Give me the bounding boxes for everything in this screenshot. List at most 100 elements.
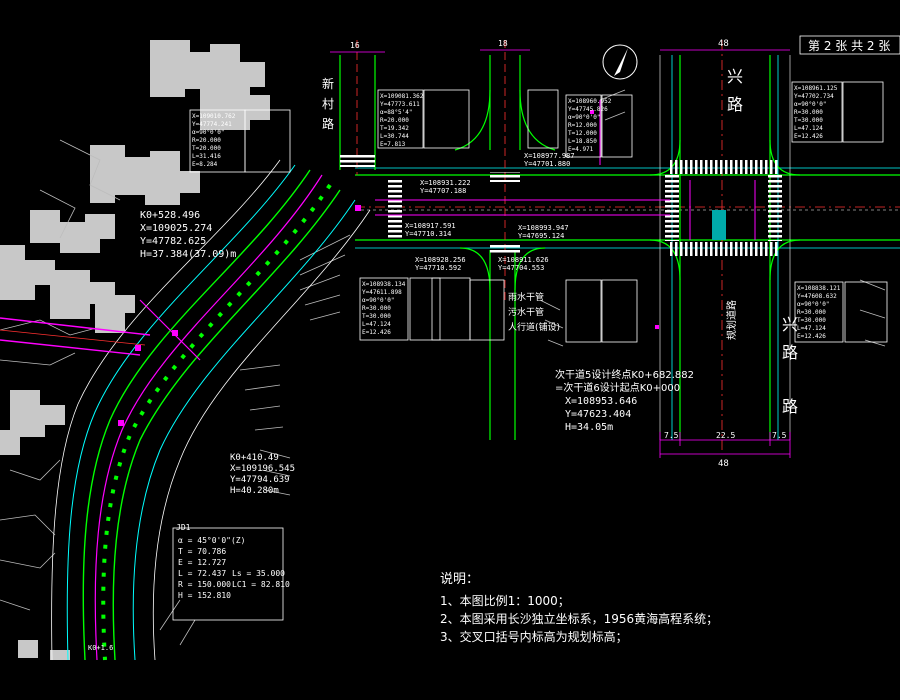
- svg-text:Y=47707.188: Y=47707.188: [420, 187, 466, 195]
- main-curved-road: [51, 159, 371, 661]
- svg-text:X=108838.121: X=108838.121: [797, 285, 841, 292]
- svg-text:E=4.971: E=4.971: [568, 146, 594, 153]
- svg-text:L=47.124: L=47.124: [797, 325, 826, 332]
- curve-table-e: E = 12.727: [178, 558, 226, 567]
- building-footprints: [0, 40, 270, 660]
- curve-table-h: H = 152.810: [178, 591, 231, 600]
- svg-text:Y=47611.898: Y=47611.898: [362, 289, 402, 296]
- svg-text:X=108931.222: X=108931.222: [420, 179, 471, 187]
- svg-text:Y=47774.241: Y=47774.241: [192, 121, 232, 128]
- intersection-note-1: 次干道5设计终点K0+682.882: [555, 368, 694, 381]
- dim-top-mid: 18: [498, 39, 508, 48]
- curve-table-t: T = 70.786: [178, 547, 226, 556]
- intersection-note-h: H=34.05m: [565, 422, 613, 433]
- curve-table-ls: Ls = 35.000: [232, 569, 285, 578]
- station-left-x: X=109025.274: [140, 223, 212, 234]
- road-name-top-left-b: 村: [322, 97, 334, 111]
- station-left-y: Y=47782.625: [140, 236, 206, 247]
- coord-box-3: X=108960.952 Y=47745.826 α=90°0'0" R=12.…: [568, 98, 612, 153]
- notes-title: 说明：: [440, 572, 479, 587]
- svg-text:X=108911.626: X=108911.626: [498, 256, 549, 264]
- dimension-lines: [330, 49, 791, 458]
- svg-text:α=88°5'4": α=88°5'4": [380, 109, 413, 116]
- curve-table-lc: LC1 = 82.810: [232, 580, 290, 589]
- svg-text:Y=47695.124: Y=47695.124: [518, 232, 564, 240]
- station-left-k: K0+528.496: [140, 210, 200, 221]
- dim-top-right: 48: [718, 39, 729, 49]
- point-markers: [118, 110, 659, 426]
- svg-text:E=12.426: E=12.426: [797, 333, 826, 340]
- coord-box-5: X=108938.134 Y=47611.898 α=90°0'0" R=30.…: [362, 281, 406, 336]
- minor-roads: [339, 40, 521, 440]
- svg-text:X=108961.125: X=108961.125: [794, 85, 838, 92]
- legend-c: 人行道(铺设): [508, 321, 560, 333]
- svg-text:Y=47702.734: Y=47702.734: [794, 93, 834, 100]
- station-mid-x: X=109196.545: [230, 464, 295, 474]
- notes-1: 1、本图比例1：1000；: [440, 594, 570, 608]
- svg-text:T=30.000: T=30.000: [794, 117, 823, 124]
- svg-text:R=20.000: R=20.000: [192, 137, 221, 144]
- svg-text:E=12.426: E=12.426: [362, 329, 391, 336]
- point-labels: X=108931.222 Y=47707.188 X=108917.591 Y=…: [88, 152, 575, 652]
- svg-text:E=7.813: E=7.813: [380, 141, 406, 148]
- curve-table-title: JD1: [176, 523, 191, 532]
- north-arrow-icon: [602, 44, 638, 80]
- svg-text:L=18.850: L=18.850: [568, 138, 597, 145]
- crosswalks: [340, 155, 782, 256]
- sheet-label: 第 2 张 共 2 张: [808, 39, 890, 53]
- road-name-right-bottom-a: 兴: [782, 315, 798, 334]
- svg-text:Y=47701.880: Y=47701.880: [524, 160, 570, 168]
- svg-text:α=90°0'0": α=90°0'0": [568, 114, 601, 121]
- svg-text:α=90°0'0": α=90°0'0": [797, 301, 830, 308]
- svg-text:Y=47710.314: Y=47710.314: [405, 230, 451, 238]
- svg-text:R=12.000: R=12.000: [568, 122, 597, 129]
- svg-text:R=30.000: R=30.000: [797, 309, 826, 316]
- coord-box-2: X=109081.362 Y=47773.611 α=88°5'4" R=20.…: [380, 93, 424, 148]
- station-mid-y: Y=47794.639: [230, 475, 290, 485]
- svg-text:Y=47745.826: Y=47745.826: [568, 106, 608, 113]
- road-name-main: 规划道路: [725, 300, 738, 340]
- curve-table-l: L = 72.437: [178, 569, 226, 578]
- svg-text:L=47.124: L=47.124: [794, 125, 823, 132]
- legend-b: 污水干管: [508, 306, 544, 318]
- dim-top-left: 16: [350, 41, 360, 50]
- coord-table-frames: [172, 35, 900, 621]
- road-name-top-left-a: 新: [322, 76, 334, 91]
- svg-text:R=30.000: R=30.000: [362, 305, 391, 312]
- intersection-note-2: =次干道6设计起点K0+000: [555, 381, 680, 394]
- svg-text:X=108993.947: X=108993.947: [518, 224, 569, 232]
- intersection-magenta-lines: [375, 100, 756, 240]
- curve-table-r: R = 150.000: [178, 580, 231, 589]
- notes-2: 2、本图采用长沙独立坐标系，1956黄海高程系统；: [440, 611, 718, 626]
- svg-text:X=108928.256: X=108928.256: [415, 256, 466, 264]
- coord-box-6: X=108838.121 Y=47608.632 α=90°0'0" R=30.…: [797, 285, 841, 340]
- road-name-right-bottom-c: 路: [782, 397, 798, 416]
- svg-text:Y=47704.553: Y=47704.553: [498, 264, 544, 272]
- svg-text:T=20.000: T=20.000: [192, 145, 221, 152]
- svg-text:α=90°0'0": α=90°0'0": [794, 101, 827, 108]
- svg-text:L=31.416: L=31.416: [192, 153, 221, 160]
- station-mid-h: H=40.280m: [230, 486, 279, 496]
- legend-a: 雨水干管: [508, 291, 544, 303]
- svg-text:R=30.000: R=30.000: [794, 109, 823, 116]
- svg-text:T=30.000: T=30.000: [362, 313, 391, 320]
- svg-text:X=108977.987: X=108977.987: [524, 152, 575, 160]
- svg-text:α=90°0'0": α=90°0'0": [192, 129, 225, 136]
- svg-text:Y=47710.592: Y=47710.592: [415, 264, 461, 272]
- svg-text:L=47.124: L=47.124: [362, 321, 391, 328]
- coord-box-1: X=109010.762 Y=47774.241 α=90°0'0" R=20.…: [192, 113, 236, 168]
- dim-bottom-b: 22.5: [716, 431, 735, 440]
- intersection-note-x: X=108953.646: [565, 396, 637, 407]
- svg-text:X=108917.591: X=108917.591: [405, 222, 456, 230]
- svg-text:K0+1.6: K0+1.6: [88, 644, 113, 652]
- left-branch-road: [0, 299, 201, 361]
- road-name-right-top-a: 兴: [727, 67, 743, 86]
- svg-text:R=20.000: R=20.000: [380, 117, 409, 124]
- svg-text:E=12.426: E=12.426: [794, 133, 823, 140]
- svg-text:α=90°0'0": α=90°0'0": [362, 297, 395, 304]
- coord-box-4: X=108961.125 Y=47702.734 α=90°0'0" R=30.…: [794, 85, 838, 140]
- road-name-right-bottom-b: 路: [782, 343, 798, 362]
